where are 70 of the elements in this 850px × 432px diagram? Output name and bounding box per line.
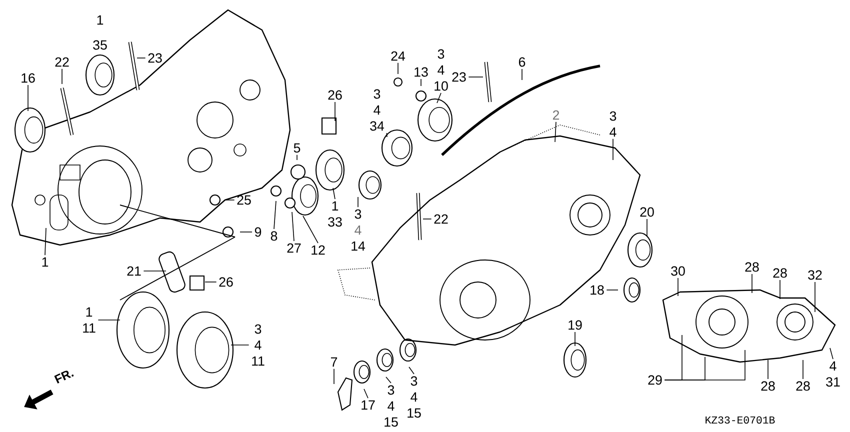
callout-number: 19 — [568, 320, 582, 330]
leader-line — [574, 332, 576, 346]
callout-number: 1 — [97, 15, 104, 25]
callout-number: 21 — [127, 266, 141, 276]
leader-line — [814, 282, 816, 312]
callout-number: 29 — [648, 375, 662, 385]
callout-number: 1 33 — [328, 201, 342, 227]
callout-number: 30 — [671, 266, 685, 276]
leader-line — [386, 132, 388, 138]
leader-line — [143, 270, 166, 272]
callout-number: 3 4 — [610, 111, 616, 137]
leader-line — [364, 388, 368, 399]
callout-number: 3 4 10 — [434, 49, 448, 91]
callout-number: 9 — [254, 227, 262, 237]
callout-number: 25 — [237, 195, 251, 205]
direction-label: FR. — [54, 370, 74, 384]
callout-number: 8 — [270, 231, 278, 241]
leader-line — [612, 138, 614, 160]
leader-line — [302, 216, 318, 244]
callout-number: 28 — [761, 381, 775, 391]
drawing-code: KZ33-E0701B — [706, 416, 775, 424]
leader-line — [292, 212, 294, 242]
leader-line — [646, 218, 648, 236]
callout-number: 26 — [219, 277, 233, 287]
leader-line — [230, 344, 250, 346]
callout-number: 22 — [434, 214, 448, 224]
callout-number: 4 31 — [826, 361, 840, 387]
callout-number: 35 — [93, 40, 107, 50]
callout-number: 18 — [590, 285, 604, 295]
callout-number: 12 — [312, 245, 325, 255]
leader-line — [44, 228, 46, 256]
callout-number: 7 — [331, 357, 338, 367]
callout-number: 2 — [552, 110, 560, 120]
leader-line — [296, 154, 298, 160]
callout-number: 3 4 15 — [384, 385, 398, 427]
callout-number: 1 11 — [83, 307, 96, 333]
leader-line — [386, 376, 392, 384]
callout-number: 5 — [294, 143, 300, 153]
callout-number: 24 — [391, 51, 406, 61]
callout-number: 32 — [808, 270, 822, 280]
callout-number: 13 — [414, 67, 428, 77]
callout-number: 3 4 14 — [352, 209, 366, 251]
callout-number: 22 — [55, 57, 69, 67]
callout-number: 26 — [328, 90, 342, 100]
leader-line — [408, 366, 414, 374]
callout-number: 16 — [22, 73, 35, 83]
callout-number: 3 4 15 — [408, 376, 421, 418]
callout-number: 28 — [745, 262, 759, 272]
callout-number: 20 — [640, 207, 654, 217]
leader-line — [436, 92, 442, 104]
leader-line — [554, 122, 556, 142]
callout-number: 1 — [42, 257, 48, 267]
leader-line — [802, 360, 804, 380]
leader-line — [468, 76, 484, 78]
callout-number: 27 — [287, 243, 301, 253]
callout-number: 3 4 11 — [252, 324, 264, 366]
leader-line — [664, 350, 746, 380]
leader-line — [830, 348, 834, 360]
callout-number: 28 — [773, 268, 787, 278]
callout-number: 6 — [518, 57, 526, 67]
leader-line — [422, 218, 432, 220]
callout-number: 23 — [452, 72, 466, 82]
callout-number: 17 — [362, 400, 375, 410]
leader-line — [420, 78, 422, 86]
callout-number: 28 — [796, 381, 810, 391]
callout-number: 23 — [148, 53, 162, 63]
leader-line — [274, 200, 276, 230]
callout-number: 3 4 34 — [370, 89, 384, 131]
leader-line — [334, 102, 336, 122]
leader-line — [332, 188, 336, 200]
